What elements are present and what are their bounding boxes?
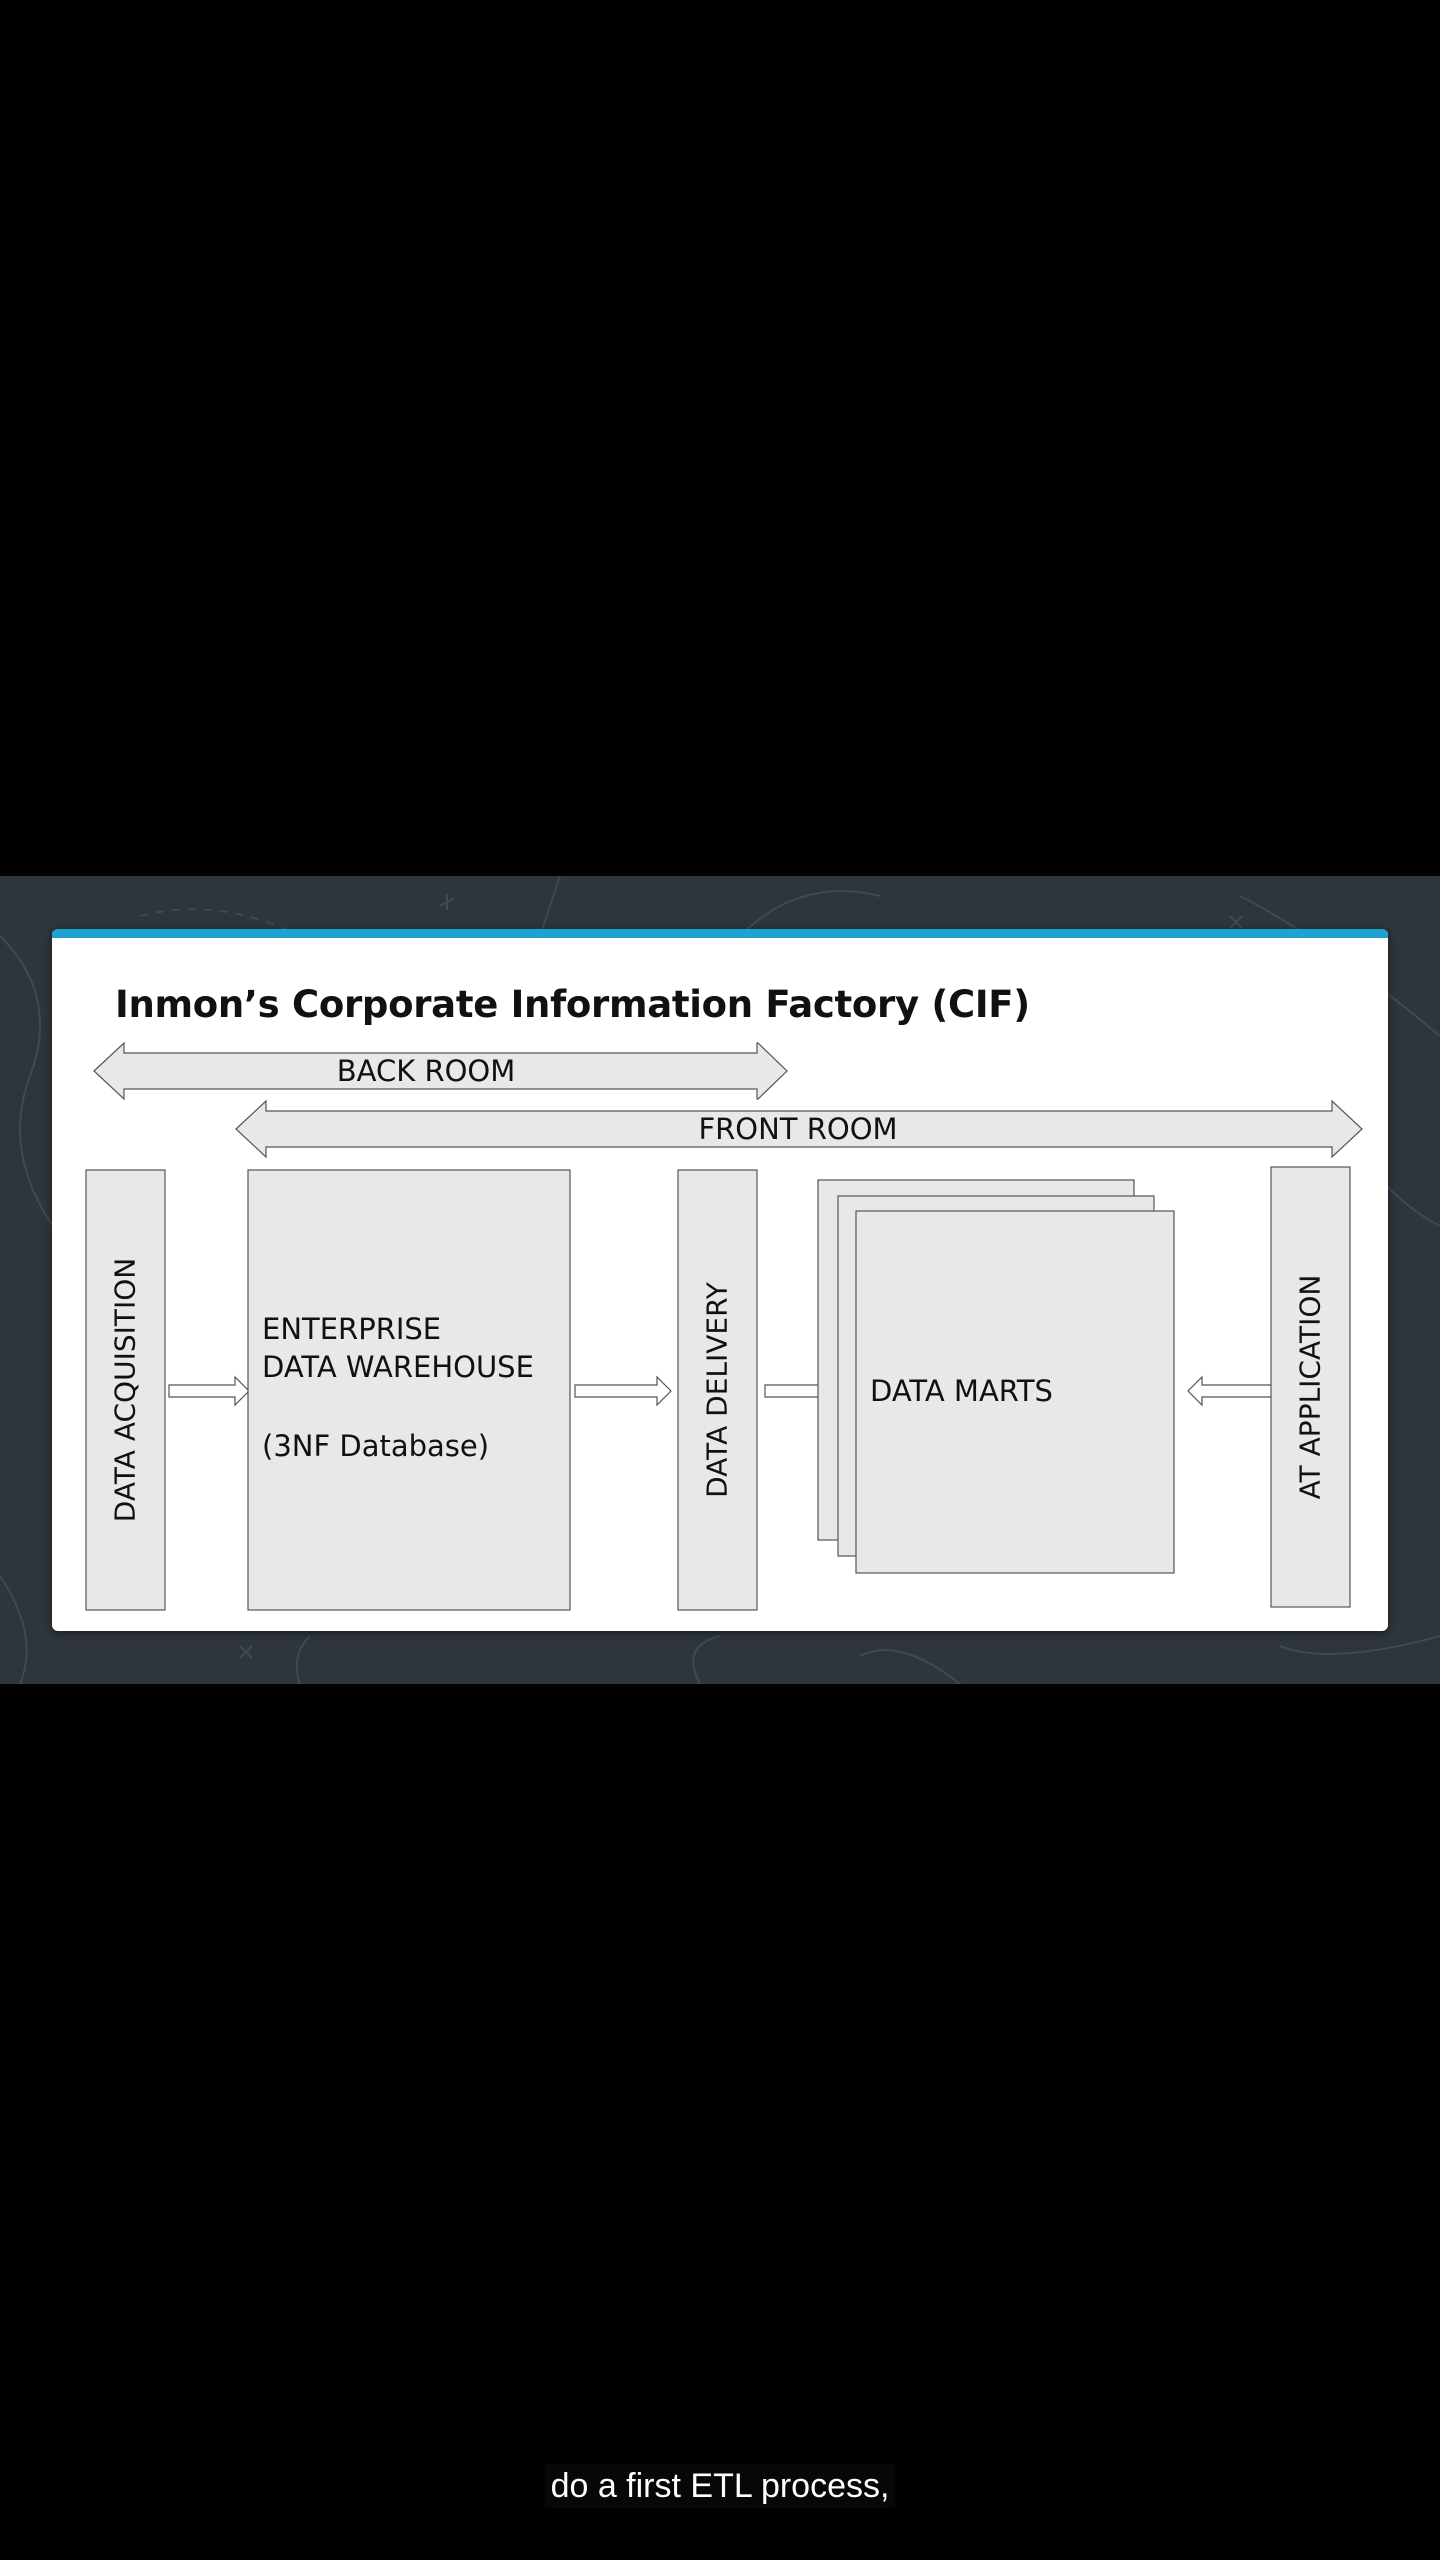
slide-card: Inmon’s Corporate Information Factory (C… xyxy=(52,929,1388,1631)
arrow-application-to-marts xyxy=(1187,1375,1276,1407)
data-mart-box-front xyxy=(855,1210,1175,1574)
edw-line1: ENTERPRISE xyxy=(262,1312,441,1346)
bi-application-label: AT APPLICATION xyxy=(1294,1275,1327,1500)
data-delivery-box xyxy=(677,1169,758,1611)
slide-title: Inmon’s Corporate Information Factory (C… xyxy=(115,983,1030,1026)
arrow-edw-to-delivery xyxy=(574,1375,672,1407)
edw-box xyxy=(247,1169,571,1611)
arrow-acquisition-to-edw xyxy=(168,1375,250,1407)
back-room-label: BACK ROOM xyxy=(337,1054,516,1088)
edw-line2: DATA WAREHOUSE xyxy=(262,1350,534,1384)
subtitle-text: do a first ETL process, xyxy=(544,2464,896,2508)
front-room-arrow xyxy=(235,1099,1363,1159)
subtitle-bar: do a first ETL process, xyxy=(0,2464,1440,2508)
edw-line3: (3NF Database) xyxy=(262,1429,489,1463)
video-frame[interactable]: Inmon’s Corporate Information Factory (C… xyxy=(0,876,1440,1684)
back-room-arrow xyxy=(93,1041,788,1101)
data-acquisition-box xyxy=(85,1169,166,1611)
data-delivery-label: DATA DELIVERY xyxy=(701,1281,734,1498)
bi-application-box xyxy=(1270,1166,1351,1608)
front-room-label: FRONT ROOM xyxy=(698,1112,897,1146)
slide-accent-bar xyxy=(52,929,1388,938)
data-acquisition-label: DATA ACQUISITION xyxy=(109,1258,142,1522)
cif-diagram: BACK ROOM FRONT ROOM DATA ACQUISITION EN… xyxy=(85,1041,1363,1611)
data-marts-label: DATA MARTS xyxy=(870,1374,1053,1408)
